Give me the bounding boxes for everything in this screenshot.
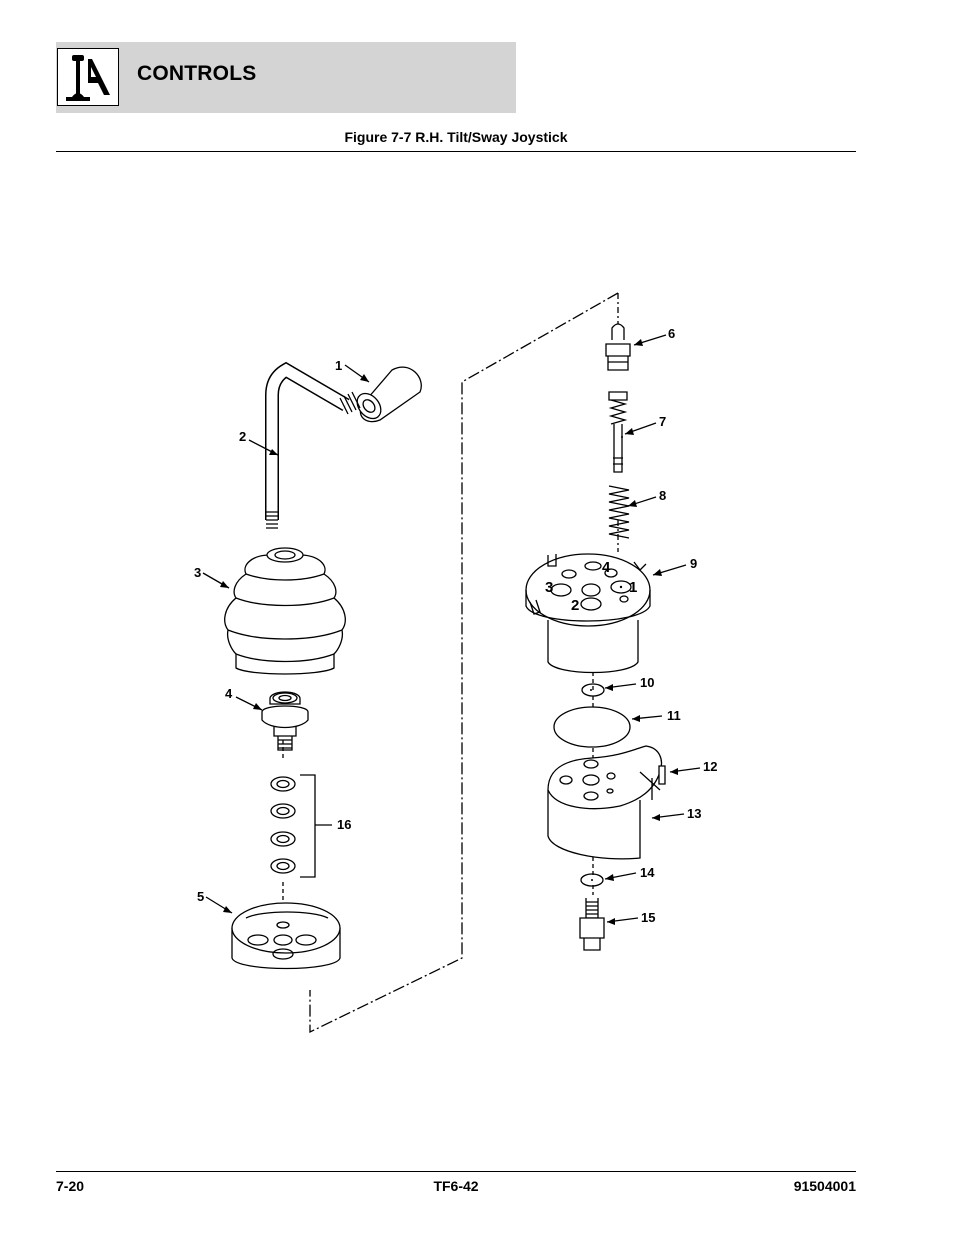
joystick-lever-icon [57,48,119,106]
callout-9: 9 [690,556,697,571]
section-title: CONTROLS [137,62,257,85]
header-rule [56,151,856,152]
callout-2: 2 [239,429,246,444]
callout-7: 7 [659,414,666,429]
port-number-2: 2 [571,597,579,614]
callout-8: 8 [659,488,666,503]
callout-3: 3 [194,565,201,580]
footer-rule [56,1171,856,1172]
port-number-4: 4 [602,559,611,576]
page-number: 7-20 [56,1178,85,1194]
port-number-3: 3 [545,579,553,596]
callout-10: 10 [640,675,654,690]
callout-5: 5 [197,889,204,904]
header-band [56,42,516,113]
callout-1: 1 [335,358,342,373]
port-number-1: 1 [629,579,637,596]
callout-15: 15 [641,910,655,925]
callout-4: 4 [225,686,233,701]
document-part-number: 91504001 [793,1178,856,1194]
model-number: TF6-42 [433,1178,479,1194]
figure-title: Figure 7-7 R.H. Tilt/Sway Joystick [344,129,568,145]
callout-14: 14 [640,865,655,880]
callout-11: 11 [667,708,681,723]
callout-16: 16 [337,817,351,832]
callout-13: 13 [687,806,701,821]
callout-6: 6 [668,326,675,341]
callout-12: 12 [703,759,717,774]
